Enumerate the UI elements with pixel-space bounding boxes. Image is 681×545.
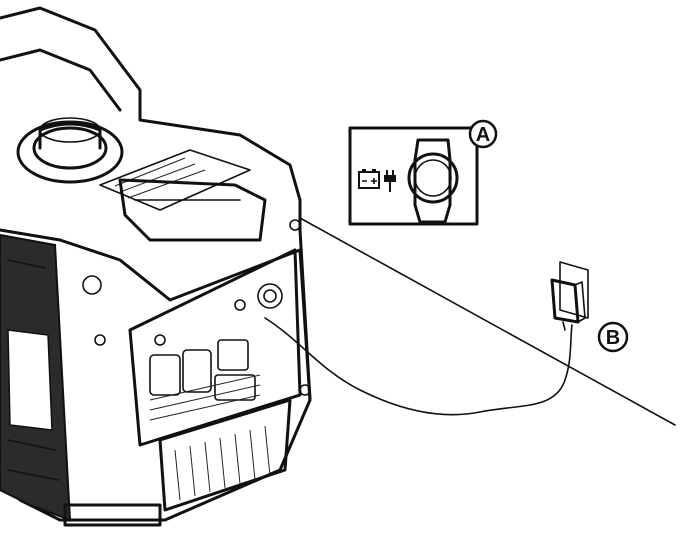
callout-a: A bbox=[468, 119, 498, 149]
battery-icon bbox=[358, 169, 380, 189]
charging-port-icon bbox=[407, 138, 459, 224]
callout-b-letter: B bbox=[606, 327, 620, 349]
callout-a-letter: A bbox=[476, 124, 490, 146]
charging-port-inset bbox=[348, 126, 479, 226]
callout-b: B bbox=[597, 321, 629, 353]
wall-floor-line bbox=[299, 217, 676, 426]
generator-icon bbox=[0, 6, 312, 527]
charging-cable bbox=[264, 317, 573, 416]
plug-icon bbox=[384, 170, 396, 192]
wall-charger-icon bbox=[550, 261, 589, 331]
